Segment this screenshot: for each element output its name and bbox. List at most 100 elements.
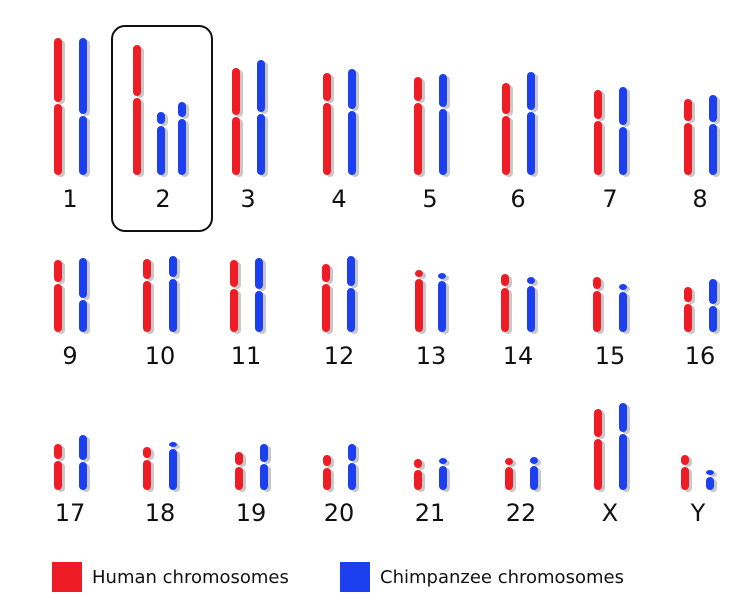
- chromosome-pair-14: [501, 274, 538, 334]
- chimp-chromosome-7-p-arm: [619, 87, 627, 125]
- chromosome-label-X: X: [601, 499, 619, 527]
- chimp-chromosome-1-q-arm: [79, 116, 87, 175]
- chromosome-pair-6: [502, 72, 538, 177]
- human-chromosome-9-q-arm: [54, 284, 62, 332]
- human-chromosome-13-p-arm: [415, 270, 423, 277]
- human-chromosome-3-q-arm: [232, 117, 240, 175]
- chimp-color-swatch: [340, 562, 370, 592]
- chromosome-label-15: 15: [594, 342, 626, 370]
- chimp-chromosome-14-p-arm: [527, 277, 535, 284]
- human-chromosome-14-q-arm: [501, 288, 509, 332]
- chimp-chromosome-21-p-arm: [439, 458, 447, 464]
- human-chromosome-6-p-arm: [502, 83, 510, 114]
- chimp-chromosome-4-p-arm: [348, 69, 356, 109]
- chromosome-label-13: 13: [415, 342, 447, 370]
- chimp-chromosome-X-p-arm: [619, 403, 627, 432]
- chromosome-label-12: 12: [323, 342, 355, 370]
- legend-chimp: Chimpanzee chromosomes: [340, 562, 624, 592]
- chromosome-label-9: 9: [62, 342, 78, 370]
- human-chromosome-11-p-arm: [230, 260, 238, 287]
- chimp-chromosome-16-p-arm: [709, 279, 717, 304]
- chromosome-pair-9: [54, 258, 90, 334]
- chromosome-pair-20: [323, 444, 359, 492]
- human-chromosome-Y-p-arm: [681, 455, 689, 465]
- chimp-chromosome-8-p-arm: [709, 95, 717, 122]
- chromosome-pair-2: [133, 45, 189, 177]
- chimp-chromosome-10-q-arm: [169, 279, 177, 332]
- human-chromosome-Y-q-arm: [681, 467, 689, 490]
- chromosome-pair-19: [235, 444, 271, 492]
- human-chromosome-10-q-arm: [143, 281, 151, 332]
- human-chromosome-22-p-arm: [505, 458, 513, 465]
- human-chromosome-2-p-arm: [133, 45, 141, 96]
- human-chromosome-5-q-arm: [414, 103, 422, 175]
- human-chromosome-15-q-arm: [593, 291, 601, 332]
- chimp-chromosome-18-p-arm: [169, 442, 177, 447]
- chromosome-label-16: 16: [684, 342, 716, 370]
- human-chromosome-2-q-arm: [133, 98, 141, 175]
- human-chromosome-3-p-arm: [232, 68, 240, 115]
- chromosome-pair-3: [232, 60, 268, 177]
- human-chromosome-19-q-arm: [235, 467, 243, 490]
- chromosome-pair-Y: [681, 455, 717, 492]
- chromosome-label-4: 4: [331, 185, 347, 213]
- human-chromosome-12-q-arm: [322, 284, 330, 332]
- chimp-chromosome-12-p-arm: [347, 256, 355, 286]
- human-chromosome-9-p-arm: [54, 260, 62, 282]
- human-chromosome-20-p-arm: [323, 455, 331, 466]
- chimp-chromosome-12-q-arm: [347, 288, 355, 332]
- chimp-chromosome-13-q-arm: [438, 281, 446, 332]
- chromosome-label-5: 5: [422, 185, 438, 213]
- chromosome-label-22: 22: [505, 499, 537, 527]
- chromosome-pair-4: [323, 69, 359, 177]
- human-chromosome-17-p-arm: [54, 444, 62, 459]
- human-chromosome-17-q-arm: [54, 461, 62, 490]
- human-chromosome-8-p-arm: [684, 99, 692, 121]
- chromosome-label-14: 14: [502, 342, 534, 370]
- chimp-chromosome-5-q-arm: [439, 109, 447, 175]
- human-chromosome-1-p-arm: [54, 38, 62, 102]
- chromosome-pair-17: [54, 435, 90, 492]
- chimp-chromosome-6-p-arm: [527, 72, 535, 110]
- human-chromosome-13-q-arm: [415, 279, 423, 332]
- human-chromosome-12-p-arm: [322, 264, 330, 282]
- chimp-chromosome-14-q-arm: [527, 286, 535, 332]
- chimp-chromosome-19-p-arm: [260, 444, 268, 462]
- chimp-chromosome-20-q-arm: [348, 463, 356, 490]
- human-chromosome-10-p-arm: [143, 259, 151, 279]
- human-chromosome-6-q-arm: [502, 116, 510, 175]
- chromosome-pair-11: [230, 258, 266, 334]
- chromosome-label-18: 18: [144, 499, 176, 527]
- human-chromosome-1-q-arm: [54, 104, 62, 175]
- chromosome-label-8: 8: [692, 185, 708, 213]
- chimp-chromosome-16-q-arm: [709, 306, 717, 332]
- human-chromosome-18-q-arm: [143, 460, 151, 490]
- chromosome-pair-13: [415, 270, 449, 334]
- human-chromosome-4-q-arm: [323, 103, 331, 175]
- chromosome-pair-16: [684, 279, 720, 334]
- chromosome-pair-7: [594, 87, 630, 177]
- chimp-chromosome-6-q-arm: [527, 112, 535, 175]
- chromosome-label-19: 19: [235, 499, 267, 527]
- chromosome-pair-22: [505, 457, 541, 492]
- human-chromosome-X-p-arm: [594, 409, 602, 437]
- legend-chimp-label: Chimpanzee chromosomes: [380, 566, 624, 588]
- legend-human-label: Human chromosomes: [92, 566, 289, 588]
- human-chromosome-22-q-arm: [505, 467, 513, 490]
- chimp-chromosome-18-q-arm: [169, 449, 177, 490]
- chimp-chromosome-2-p-arm: [178, 102, 186, 117]
- chimp-chromosome-15-q-arm: [619, 292, 627, 332]
- chromosome-label-3: 3: [240, 185, 256, 213]
- chimp-chromosome-22-p-arm: [530, 457, 538, 464]
- chimp-chromosome-3-q-arm: [257, 114, 265, 175]
- chimp-chromosome-8-q-arm: [709, 124, 717, 175]
- chimp-chromosome-1-p-arm: [79, 38, 87, 114]
- chromosome-label-6: 6: [510, 185, 526, 213]
- chromosome-2-highlight-box: [111, 25, 213, 232]
- human-chromosome-21-q-arm: [414, 470, 422, 490]
- chromosome-pair-18: [143, 442, 180, 492]
- human-chromosome-7-p-arm: [594, 90, 602, 119]
- human-chromosome-16-q-arm: [684, 304, 692, 332]
- human-chromosome-11-q-arm: [230, 289, 238, 332]
- chromosome-label-1: 1: [62, 185, 78, 213]
